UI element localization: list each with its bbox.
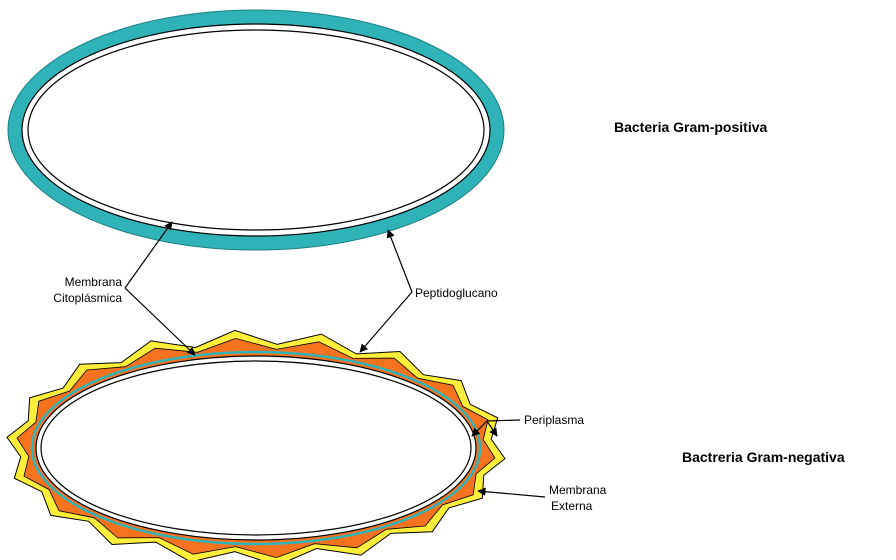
gram-negative-cell <box>7 330 505 560</box>
peptidoglucano-arrow-top <box>388 230 412 292</box>
gram-positive-cytoplasmic-membrane-inner <box>28 30 484 230</box>
gram-positive-label: Bacteria Gram-positiva <box>614 119 767 135</box>
periplasma-label: Periplasma <box>524 413 584 427</box>
gram-negative-label: Bactreria Gram-negativa <box>682 449 845 465</box>
gram-positive-cell <box>8 10 504 250</box>
membrana-citoplasmica-label-line1: Membrana <box>65 275 123 289</box>
membrana-externa-arrow <box>478 491 545 497</box>
membrana-externa-label-line1: Membrana <box>549 483 607 497</box>
peptidoglucano-label: Peptidoglucano <box>415 286 498 300</box>
peptidoglucano-arrow-bottom <box>360 292 412 352</box>
gram-negative-cytoplasmic-membrane-inner <box>41 361 471 535</box>
membrana-externa-label-line2: Externa <box>551 499 593 513</box>
membrana-citoplasmica-label-line2: Citoplásmica <box>53 291 122 305</box>
